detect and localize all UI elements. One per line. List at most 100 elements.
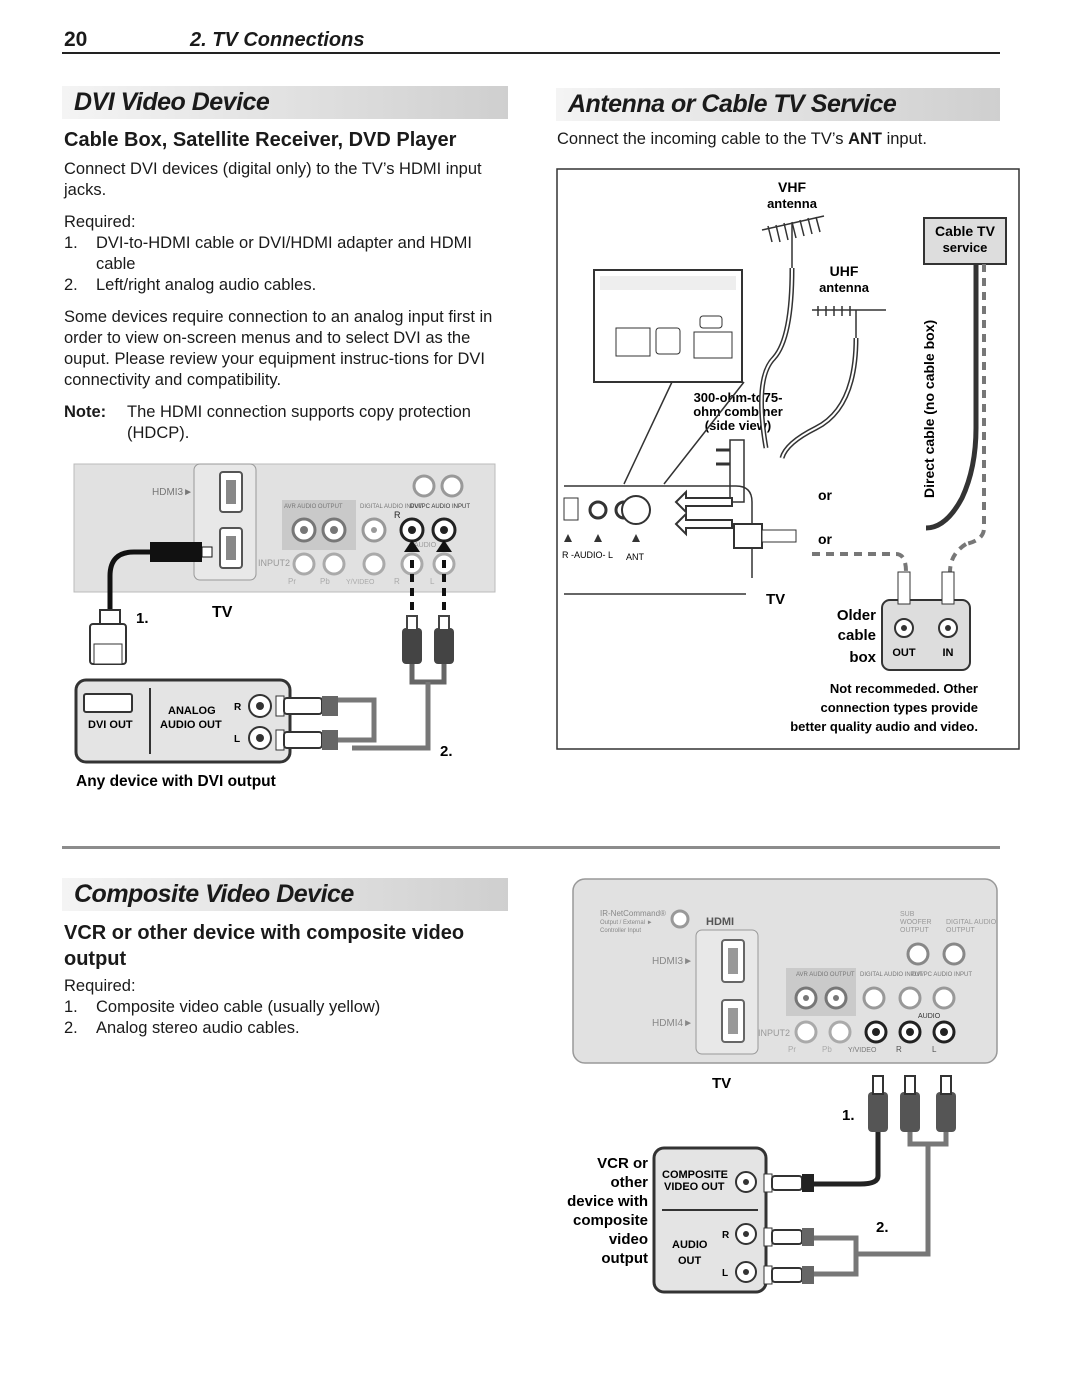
vhf-antenna-icon xyxy=(761,215,825,268)
dvi-connection-diagram: HDMI3► AVR AUDIO OUTPUT DIGITAL AUDIO IN… xyxy=(73,463,496,790)
svg-text:DIGITAL AUDIO: DIGITAL AUDIO xyxy=(946,919,997,926)
svg-text:OUTPUT: OUTPUT xyxy=(900,927,930,934)
svg-text:AVR AUDIO OUTPUT: AVR AUDIO OUTPUT xyxy=(284,504,343,510)
svg-text:1.: 1. xyxy=(842,1107,855,1124)
composite-title-band: Composite Video Device xyxy=(62,878,508,911)
section-divider xyxy=(62,846,1000,849)
dvi-body: Some devices require connection to an an… xyxy=(64,308,493,389)
vcr-label: VCR or other device with composite video… xyxy=(567,1155,648,1267)
svg-text:VHF: VHF xyxy=(778,179,806,195)
svg-text:other: other xyxy=(611,1174,649,1191)
svg-text:or: or xyxy=(818,487,833,503)
svg-text:(side view): (side view) xyxy=(705,418,771,433)
svg-text:device with: device with xyxy=(567,1193,648,1210)
rca-plugs-device xyxy=(763,1173,814,1285)
hdmi-logo: HDMI xyxy=(706,916,734,928)
dvi-title: DVI Video Device xyxy=(74,88,270,116)
svg-text:Cable TV: Cable TV xyxy=(935,223,996,239)
svg-text:or: or xyxy=(818,531,833,547)
section-title: 2. TV Connections xyxy=(190,29,365,51)
svg-text:OUTPUT: OUTPUT xyxy=(946,927,976,934)
antenna-intro: Connect the incoming cable to the TV’s A… xyxy=(557,130,927,148)
svg-text:Pr: Pr xyxy=(788,1045,796,1054)
rca-plugs-device xyxy=(275,695,338,751)
svg-text:L: L xyxy=(234,734,240,745)
note-label: Note: xyxy=(64,403,107,421)
svg-text:HDMI3►: HDMI3► xyxy=(652,956,693,967)
svg-text:IR-NetCommand®: IR-NetCommand® xyxy=(600,909,666,918)
antenna-title-band: Antenna or Cable TV Service xyxy=(556,88,1000,121)
svg-text:ohm combiner: ohm combiner xyxy=(693,404,783,419)
svg-text:HDMI4►: HDMI4► xyxy=(652,1018,693,1029)
svg-text:VIDEO OUT: VIDEO OUT xyxy=(664,1181,725,1193)
svg-text:DVI/PC AUDIO INPUT: DVI/PC AUDIO INPUT xyxy=(912,972,972,978)
svg-text:Older: Older xyxy=(837,607,876,624)
svg-text:output: output xyxy=(601,1250,648,1267)
svg-text:L: L xyxy=(932,1045,937,1054)
note-text: The HDMI connection supports copy protec… xyxy=(127,403,471,442)
svg-text:DVI/PC AUDIO INPUT: DVI/PC AUDIO INPUT xyxy=(410,504,470,510)
svg-text:Pr: Pr xyxy=(288,577,296,586)
jack-row-top xyxy=(794,986,956,1010)
ant-port xyxy=(621,495,651,525)
svg-text:AUDIO: AUDIO xyxy=(918,1013,941,1020)
svg-text:2.: 2. xyxy=(876,1219,889,1236)
svg-text:R: R xyxy=(394,510,401,520)
uhf-antenna-icon xyxy=(812,306,886,338)
svg-text:R: R xyxy=(394,577,400,586)
rca-plugs-tv xyxy=(402,615,454,664)
svg-text:Pb: Pb xyxy=(822,1045,832,1054)
svg-text:TV: TV xyxy=(766,591,785,608)
page-number: 20 xyxy=(64,28,88,51)
svg-text:AUDIO OUT: AUDIO OUT xyxy=(160,719,222,731)
header-rule xyxy=(62,52,1000,54)
svg-text:R -AUDIO- L: R -AUDIO- L xyxy=(562,550,613,560)
svg-text:Pb: Pb xyxy=(320,577,330,586)
svg-text:Y/VIDEO: Y/VIDEO xyxy=(346,579,375,586)
composite-title: Composite Video Device xyxy=(74,880,354,908)
svg-text:Not recommeded. Other: Not recommeded. Other xyxy=(830,681,978,696)
device-caption: Any device with DVI output xyxy=(76,773,276,790)
antenna-connection-diagram: VHF antenna UHF antenna Cable TV service… xyxy=(556,168,1020,750)
svg-text:COMPOSITE: COMPOSITE xyxy=(662,1169,728,1181)
svg-text:IN: IN xyxy=(943,647,954,659)
svg-text:DIGITAL AUDIO INPUT: DIGITAL AUDIO INPUT xyxy=(860,972,923,978)
list-item: 1.Composite video cable (usually yellow) xyxy=(64,998,381,1016)
hdmi-cable xyxy=(107,549,208,610)
svg-text:ANALOG: ANALOG xyxy=(168,705,216,717)
composite-connection-diagram: IR-NetCommand® Output / External ► Contr… xyxy=(567,878,998,1294)
coax-connector xyxy=(733,523,763,549)
composite-subtitle: VCR or other device with composite video… xyxy=(64,922,465,970)
svg-text:TV: TV xyxy=(712,1075,731,1092)
svg-text:ANT: ANT xyxy=(626,552,645,562)
svg-text:L: L xyxy=(722,1268,728,1279)
svg-text:L: L xyxy=(430,577,435,586)
svg-text:2.: 2. xyxy=(440,743,453,760)
svg-text:service: service xyxy=(943,240,988,255)
svg-text:VCR or: VCR or xyxy=(597,1155,648,1172)
svg-text:OUT: OUT xyxy=(678,1255,702,1267)
svg-text:SUB: SUB xyxy=(900,911,915,918)
svg-text:connection types provide: connection types provide xyxy=(821,700,978,715)
dvi-required-list: 1.DVI-to-HDMI cable or DVI/HDMI adapter … xyxy=(64,233,509,296)
composite-required-label: Required: xyxy=(64,977,136,995)
direct-cable xyxy=(925,264,979,531)
svg-text:Controller Input: Controller Input xyxy=(600,928,641,934)
svg-text:INPUT2: INPUT2 xyxy=(758,1028,790,1038)
combiner-icon xyxy=(729,439,745,503)
svg-text:TV: TV xyxy=(212,604,233,621)
svg-text:box: box xyxy=(849,649,876,666)
svg-text:video: video xyxy=(609,1231,648,1248)
svg-text:cable: cable xyxy=(838,627,876,644)
svg-text:UHF: UHF xyxy=(830,263,859,279)
svg-text:antenna: antenna xyxy=(819,280,870,295)
jack-row-bottom xyxy=(794,1020,956,1044)
list-item: 1.DVI-to-HDMI cable or DVI/HDMI adapter … xyxy=(64,234,472,273)
svg-text:AUDIO: AUDIO xyxy=(414,542,437,549)
hdmi-plug xyxy=(150,542,202,562)
svg-text:better quality audio and video: better quality audio and video. xyxy=(790,719,978,734)
svg-text:Y/VIDEO: Y/VIDEO xyxy=(848,1047,877,1054)
dvi-title-band: DVI Video Device xyxy=(62,86,508,119)
list-item: 2.Analog stereo audio cables. xyxy=(64,1019,300,1037)
svg-text:300-ohm-to75-: 300-ohm-to75- xyxy=(694,390,783,405)
